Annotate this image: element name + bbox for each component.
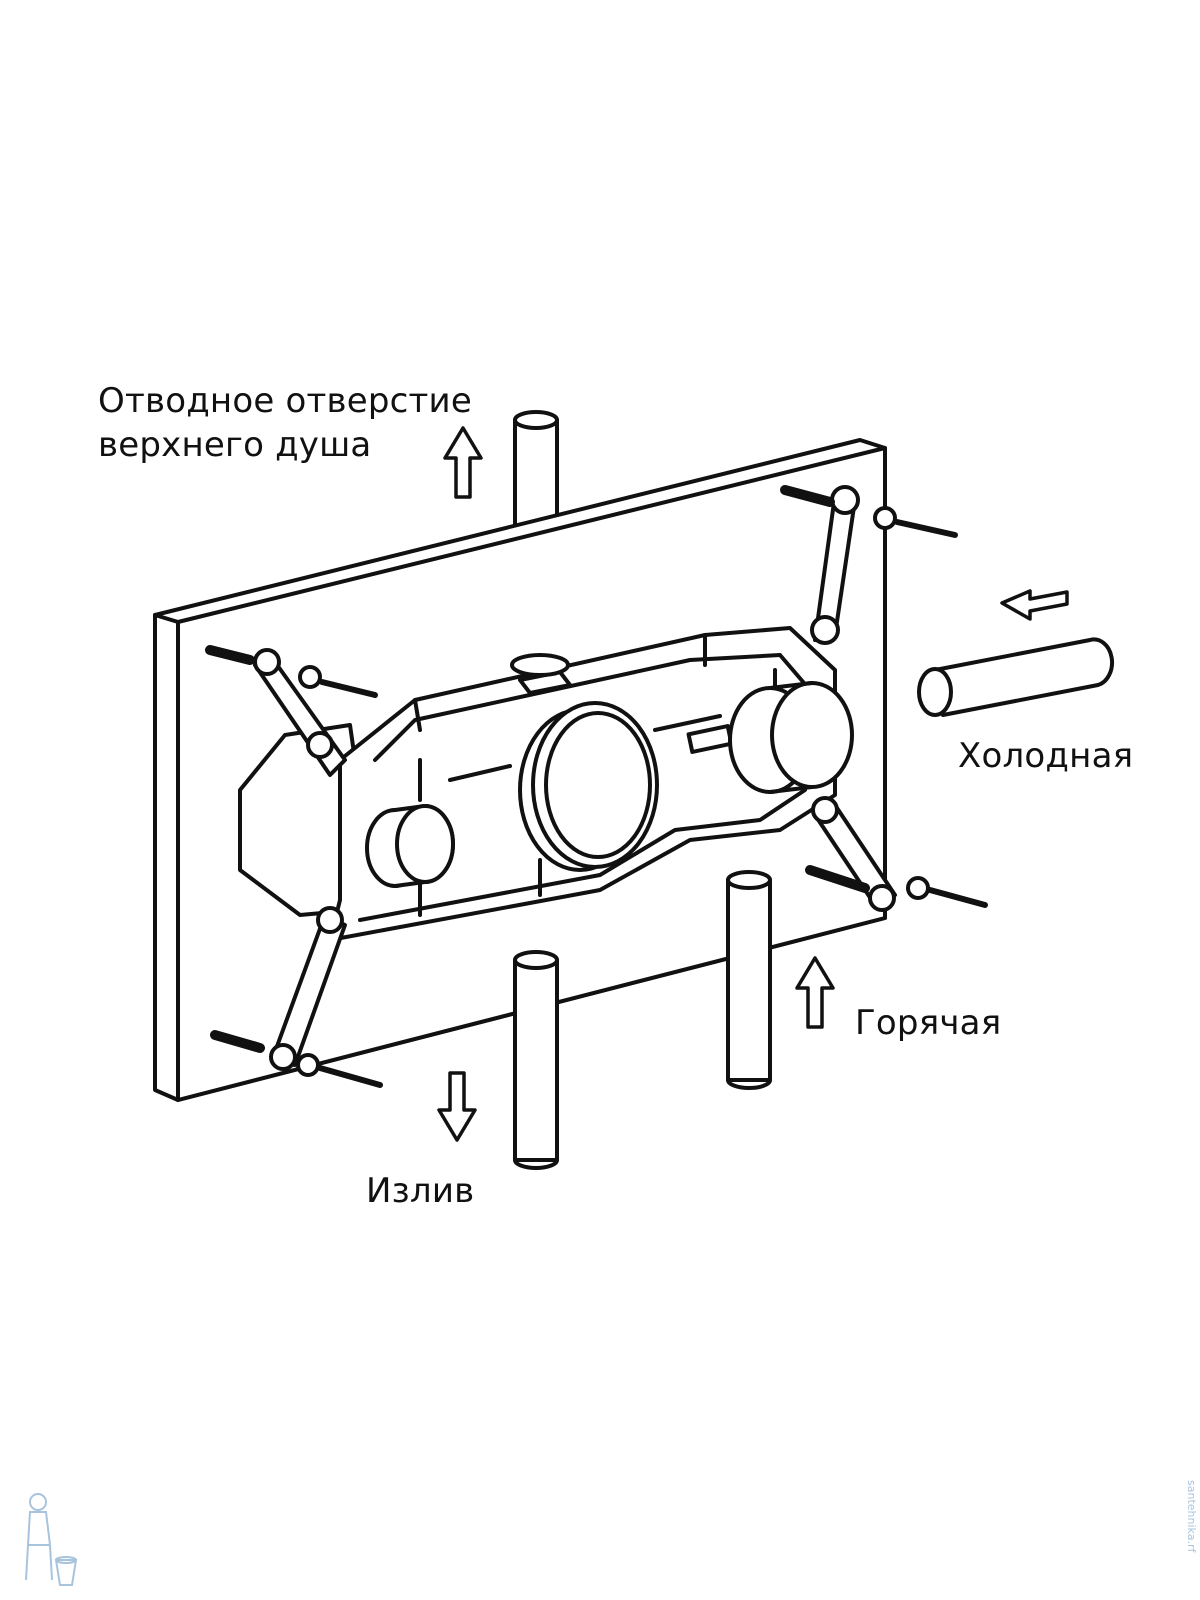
spout-outlet-pipe — [513, 950, 559, 1170]
left-diverter-knob — [365, 804, 455, 888]
watermark: santehnika.rf — [1185, 1480, 1198, 1553]
main-thermostat-knob — [518, 701, 659, 872]
label-hot: Горячая — [855, 1003, 1002, 1043]
arrow-up-top-outlet-icon — [443, 426, 483, 499]
hot-inlet-pipe — [726, 870, 772, 1090]
label-top-outlet-line1: Отводное отверстие — [98, 381, 472, 421]
bracket-top-left — [205, 645, 378, 777]
right-flow-knob — [728, 681, 854, 794]
arrow-left-cold-icon — [1000, 589, 1069, 621]
bracket-top-right — [780, 485, 958, 645]
bracket-bottom-left — [210, 906, 383, 1088]
bracket-bottom-right — [805, 796, 988, 912]
plumber-mascot-icon — [25, 1493, 78, 1586]
cold-inlet-pipe — [917, 637, 1115, 717]
arrow-up-hot-icon — [795, 956, 835, 1029]
label-top-outlet-line2: верхнего душа — [98, 425, 372, 465]
arrow-down-spout-icon — [437, 1071, 477, 1142]
label-cold: Холодная — [958, 736, 1134, 776]
label-spout: Излив — [366, 1171, 475, 1211]
